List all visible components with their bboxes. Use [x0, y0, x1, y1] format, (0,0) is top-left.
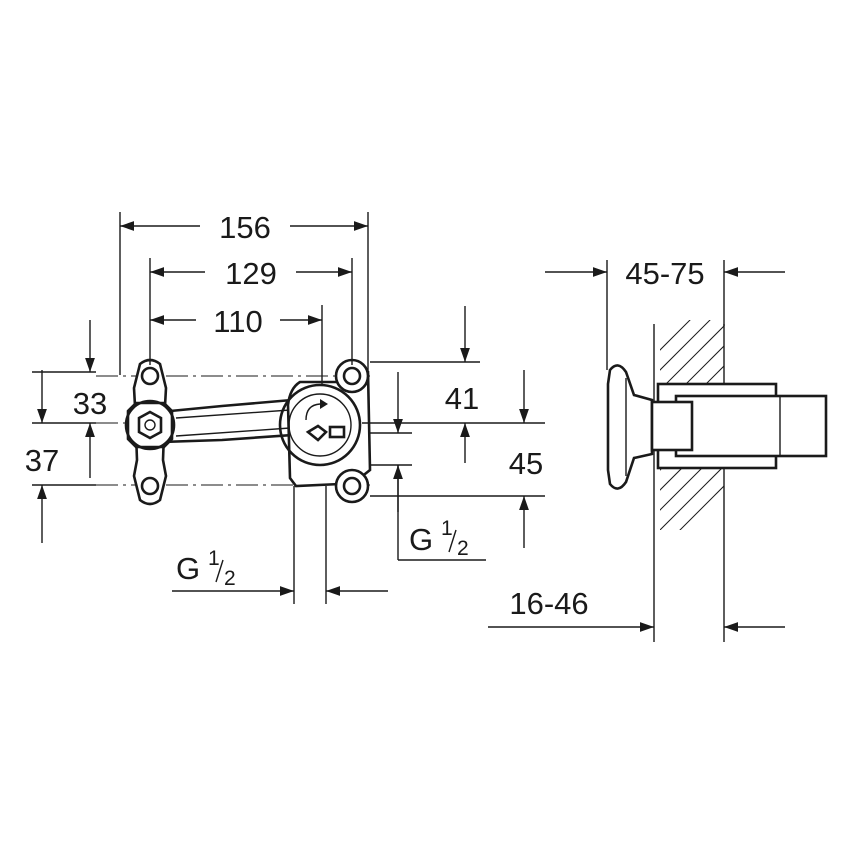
arm-detail-line-2 [175, 427, 291, 437]
thread-bottom-fraction-bar [215, 559, 224, 583]
front-view: 156 129 110 33 37 41 45 G 1 [25, 210, 545, 604]
thread-label-right: G 1 2 [409, 517, 469, 560]
dimension-129: 129 [225, 256, 277, 291]
dimension-45: 45 [509, 446, 543, 481]
valve-cartridge-housing [278, 383, 362, 467]
valve-cartridge-inner [288, 393, 352, 457]
in-wall-body [674, 394, 828, 458]
dimension-41: 41 [445, 381, 479, 416]
right-top-mounting-hole [342, 366, 362, 386]
left-connector-center [144, 419, 156, 431]
rotation-arrow-icon [305, 403, 321, 421]
arm-detail-line [175, 409, 291, 419]
dimension-45-75: 45-75 [625, 256, 704, 291]
left-top-mounting-hole [140, 366, 160, 386]
dimension-156: 156 [219, 210, 271, 245]
left-connector-cross [126, 401, 174, 449]
rotation-arrowhead-icon [320, 399, 328, 409]
thread-bottom-numerator: 1 [208, 547, 220, 570]
valve-stem [650, 400, 694, 452]
side-view: 45-75 16-46 [488, 256, 828, 642]
right-bottom-mounting-hole [342, 476, 362, 496]
left-bottom-mounting-hole [140, 476, 160, 496]
right-bottom-mounting-lug [334, 468, 370, 504]
dimension-37: 37 [25, 443, 59, 478]
thread-right-numerator: 1 [441, 517, 453, 540]
faceplate-profile [606, 364, 654, 490]
thread-bottom-denominator: 2 [224, 567, 236, 590]
thread-label-bottom: G 1 2 [176, 547, 236, 590]
dimension-33: 33 [73, 386, 107, 421]
thread-bottom-letter: G [176, 551, 200, 586]
cartridge-stop-icon [328, 425, 346, 439]
cartridge-key-icon [305, 424, 328, 442]
thread-right-fraction-bar [448, 529, 457, 553]
thread-right-letter: G [409, 522, 433, 557]
dimension-16-46: 16-46 [509, 586, 588, 621]
left-connector-ring [124, 399, 176, 451]
left-connector-hex [137, 410, 163, 440]
thread-right-denominator: 2 [457, 537, 469, 560]
dimension-110: 110 [213, 304, 262, 339]
